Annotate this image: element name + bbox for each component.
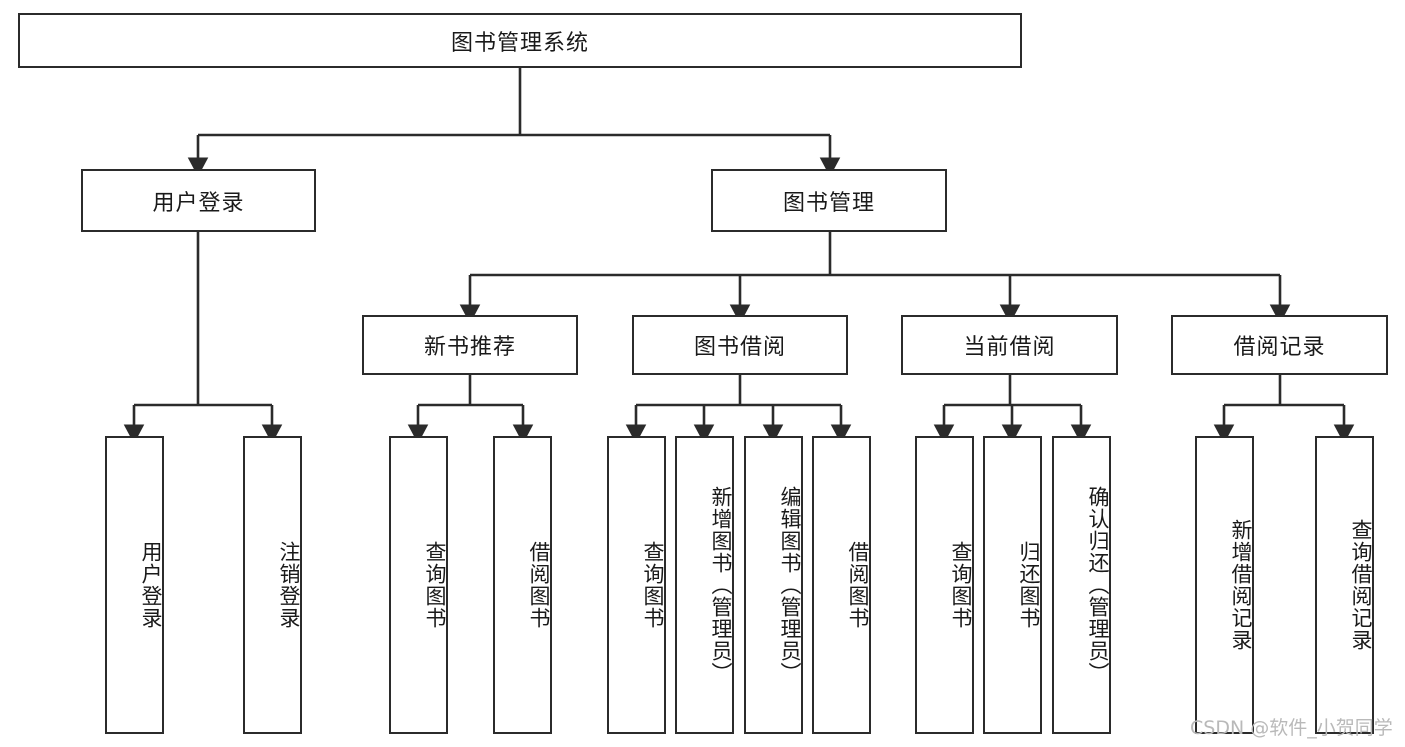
leaf-current-return-book[interactable]: 归还图书 <box>983 436 1042 734</box>
node-label: 查询图书 <box>949 541 973 629</box>
watermark-text: CSDN @软件_小贺同学 <box>1190 717 1393 739</box>
node-label: 查询图书 <box>641 541 665 629</box>
node-label: 编辑图书（管理员） <box>778 486 802 684</box>
node-label: 图书借阅 <box>693 335 786 360</box>
node-label: 当前借阅 <box>963 335 1056 360</box>
node-user-login[interactable]: 用户登录 <box>81 169 316 232</box>
node-label: 确认归还（管理员） <box>1086 486 1110 684</box>
node-label: 新书推荐 <box>423 335 516 360</box>
node-root-book-management-system[interactable]: 图书管理系统 <box>18 13 1022 68</box>
node-label: 借阅记录 <box>1233 335 1326 360</box>
leaf-user-login-logout[interactable]: 注销登录 <box>243 436 302 734</box>
leaf-borrow-add-book-admin[interactable]: 新增图书（管理员） <box>675 436 734 734</box>
node-label: 查询借阅记录 <box>1349 519 1373 651</box>
node-label: 图书管理系统 <box>450 30 589 56</box>
node-label: 新增图书（管理员） <box>709 486 733 684</box>
node-label: 归还图书 <box>1017 541 1041 629</box>
node-borrow-records[interactable]: 借阅记录 <box>1171 315 1388 375</box>
node-current-borrow[interactable]: 当前借阅 <box>901 315 1118 375</box>
leaf-user-login-login[interactable]: 用户登录 <box>105 436 164 734</box>
leaf-borrow-query-book[interactable]: 查询图书 <box>607 436 666 734</box>
node-label: 注销登录 <box>277 541 301 629</box>
node-label: 图书管理 <box>782 190 875 216</box>
node-book-management[interactable]: 图书管理 <box>711 169 947 232</box>
leaf-new-book-borrow-book[interactable]: 借阅图书 <box>493 436 552 734</box>
node-label: 新增借阅记录 <box>1229 519 1253 651</box>
leaf-new-book-query-book[interactable]: 查询图书 <box>389 436 448 734</box>
node-book-borrow[interactable]: 图书借阅 <box>632 315 848 375</box>
node-label: 借阅图书 <box>846 541 870 629</box>
node-label: 查询图书 <box>423 541 447 629</box>
leaf-records-add-record[interactable]: 新增借阅记录 <box>1195 436 1254 734</box>
leaf-records-query-record[interactable]: 查询借阅记录 <box>1315 436 1374 734</box>
node-label: 用户登录 <box>152 190 245 216</box>
leaf-current-query-book[interactable]: 查询图书 <box>915 436 974 734</box>
leaf-borrow-edit-book-admin[interactable]: 编辑图书（管理员） <box>744 436 803 734</box>
node-label: 用户登录 <box>139 541 163 629</box>
node-new-book-recommend[interactable]: 新书推荐 <box>362 315 578 375</box>
leaf-current-confirm-return-admin[interactable]: 确认归还（管理员） <box>1052 436 1111 734</box>
leaf-borrow-borrow-book[interactable]: 借阅图书 <box>812 436 871 734</box>
node-label: 借阅图书 <box>527 541 551 629</box>
